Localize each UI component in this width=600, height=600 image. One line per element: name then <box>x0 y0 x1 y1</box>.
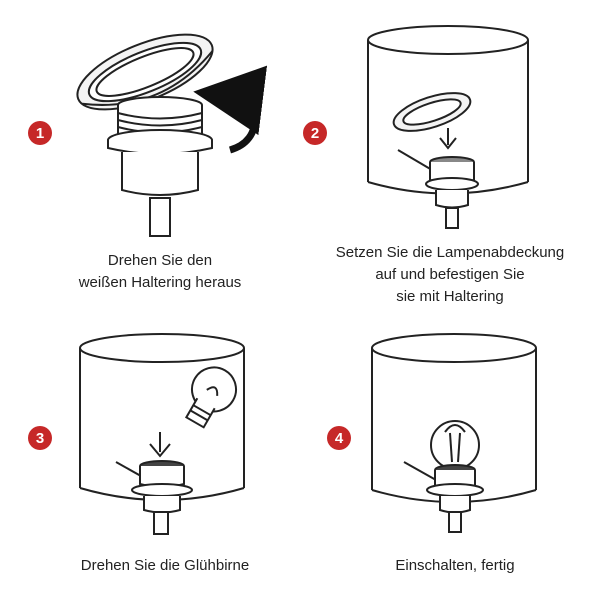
step-3-caption: Drehen Sie die Glühbirne <box>80 557 250 574</box>
step-2-illustration <box>367 25 529 229</box>
lamp-shade-icon <box>371 333 537 503</box>
step-1-illustration <box>76 33 268 237</box>
light-bulb-icon <box>430 420 480 470</box>
down-arrow-icon <box>149 432 171 458</box>
rotate-arrow-icon <box>193 65 268 154</box>
lamp-socket-icon <box>425 156 479 229</box>
step-number-badge: 4 <box>327 426 351 450</box>
step-number-badge: 3 <box>28 426 52 450</box>
down-arrow-icon <box>439 128 457 150</box>
step-4-caption: Einschalten, fertig <box>395 557 515 574</box>
step-2-caption: Setzen Sie die Lampenabdeckung auf und b… <box>335 244 565 305</box>
step-4-illustration <box>371 333 537 533</box>
step-number-badge: 1 <box>28 121 52 145</box>
light-bulb-icon <box>184 366 237 429</box>
lamp-socket-icon <box>131 460 193 535</box>
step-1-caption: Drehen Sie den weißen Haltering heraus <box>78 252 242 291</box>
step-3-illustration <box>79 333 245 535</box>
step-number-badge: 2 <box>303 121 327 145</box>
retaining-ring-icon <box>76 33 214 111</box>
lamp-socket-icon <box>426 464 484 533</box>
retaining-ring-icon <box>392 92 472 132</box>
lamp-socket-icon <box>107 96 213 237</box>
